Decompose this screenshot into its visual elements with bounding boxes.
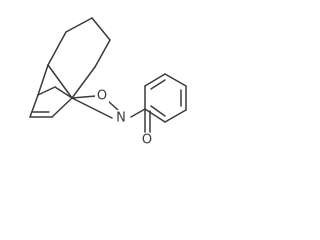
bond-n-carbonyl xyxy=(130,108,146,118)
bond-c1-c7 xyxy=(47,64,73,99)
bond-c1-c2 xyxy=(47,31,67,66)
phenyl-bond-5 xyxy=(144,108,166,123)
chemical-structure-diagram: O N O xyxy=(29,17,187,148)
nitrogen-label: N xyxy=(116,111,126,126)
bond-c2-c3 xyxy=(65,17,93,33)
oxygen-carbonyl-label: O xyxy=(142,133,152,148)
nitrogen-mask xyxy=(113,110,128,125)
bond-c7-o-ring xyxy=(71,95,97,99)
phenyl-bond-2 xyxy=(164,73,187,87)
bond-c4-c5 xyxy=(94,39,111,68)
bond-c9-c1 xyxy=(37,64,49,96)
bicyclic-ring xyxy=(29,17,111,118)
bond-c8-c9 xyxy=(37,86,56,96)
phenyl-bond-4 xyxy=(164,109,187,123)
phenyl-inner-bond-1 xyxy=(150,79,166,90)
oxygen-ring-label: O xyxy=(97,89,107,104)
bond-c7-c8 xyxy=(54,86,73,99)
oxygen-ring-mask xyxy=(95,89,109,104)
phenyl-inner-bond-3 xyxy=(150,105,166,117)
bond-c9-c10 xyxy=(29,94,39,118)
bond-c3-c4 xyxy=(91,17,111,41)
bond-n-ring-carbon xyxy=(71,97,113,119)
benzoyl-group xyxy=(130,73,187,133)
bond-c5-o xyxy=(71,66,96,99)
phenyl-bond-1 xyxy=(144,73,166,87)
bond-c11-c7 xyxy=(51,97,73,118)
atom-labels: O N O xyxy=(95,89,154,148)
oxygen-carbonyl-mask xyxy=(140,133,154,148)
